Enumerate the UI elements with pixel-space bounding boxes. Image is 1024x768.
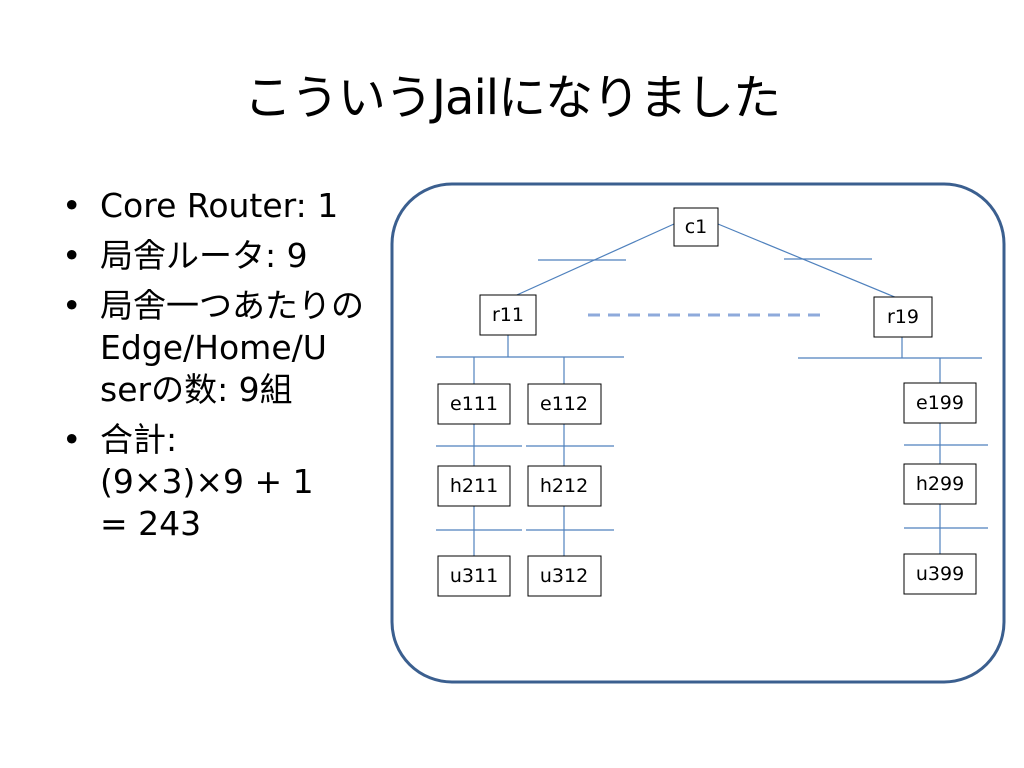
node-label-h212: h212 [540,475,588,497]
node-h299: h299 [903,463,977,505]
bullet-list: Core Router: 1 局舎ルータ: 9 局舎一つあたりの Edge/Ho… [62,185,382,553]
link-c1-r19 [717,223,903,301]
node-label-u399: u399 [916,563,964,585]
bullet-item: 局舎一つあたりの Edge/Home/U serの数: 9組 [62,285,382,411]
link-lines [436,223,988,556]
node-e111: e111 [437,383,511,425]
node-label-e112: e112 [540,393,588,415]
node-u311: u311 [437,555,511,597]
node-label-u312: u312 [540,565,588,587]
node-h212: h212 [527,465,602,507]
bullet-text-per-station: 局舎一つあたりの Edge/Home/U serの数: 9組 [100,286,364,409]
node-u312: u312 [527,555,602,597]
bullet-text-station-router: 局舎ルータ: 9 [100,236,308,275]
node-label-e111: e111 [450,393,498,415]
node-label-h299: h299 [916,473,964,495]
bullet-item: Core Router: 1 [62,185,382,227]
node-label-r11: r11 [492,304,524,326]
network-diagram: c1 r11 r19 e111 e112 e199 h211 h212 h299… [390,182,1006,684]
node-h211: h211 [437,465,511,507]
node-e112: e112 [527,383,602,425]
link-c1-r11 [507,223,675,300]
slide-title: こういうJailになりました [243,70,781,126]
node-u399: u399 [903,553,977,595]
node-r11: r11 [479,294,537,336]
bullet-text-core-router: Core Router: 1 [100,186,339,225]
diagram-frame [390,182,1006,684]
bullet-text-total: 合計: (9×3)×9 + 1 = 243 [100,420,314,543]
node-c1: c1 [673,207,719,247]
node-label-c1: c1 [685,216,708,238]
bullet-item: 局舎ルータ: 9 [62,235,382,277]
node-e199: e199 [903,382,977,424]
node-r19: r19 [873,296,933,338]
node-label-u311: u311 [450,565,498,587]
node-label-e199: e199 [916,392,964,414]
node-label-r19: r19 [887,306,919,328]
bullet-item: 合計: (9×3)×9 + 1 = 243 [62,419,382,545]
node-label-h211: h211 [450,475,498,497]
